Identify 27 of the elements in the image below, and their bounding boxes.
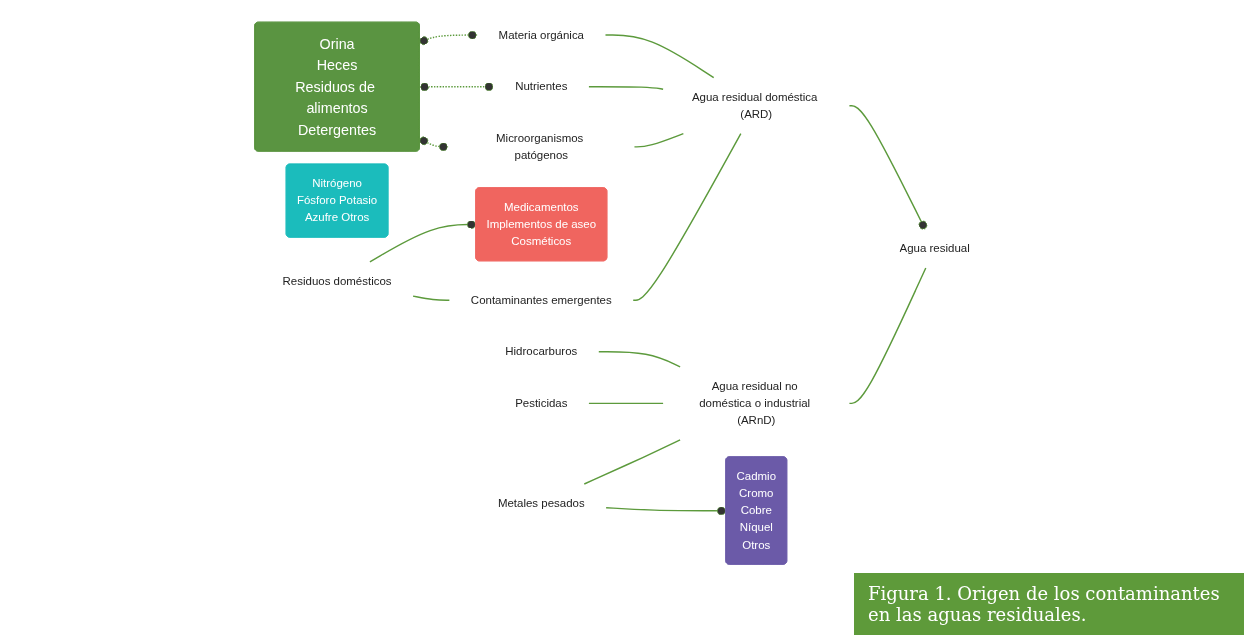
figure-caption: Figura 1. Origen de los contaminantes en las aguas residuales. — [854, 573, 1244, 635]
node-text: Agua residual no doméstica o industrial (ARnD) — [699, 379, 811, 427]
connector — [588, 85, 664, 90]
node-text: Nutrientes — [515, 80, 568, 93]
node-text: Agua residual doméstica (ARD) — [691, 90, 818, 120]
connector — [419, 136, 449, 152]
node-text: Contaminantes emergentes — [470, 293, 612, 306]
connector — [848, 104, 928, 230]
node-text: Metales pesados — [498, 496, 585, 510]
connector — [583, 439, 681, 485]
connector — [369, 220, 477, 263]
node-text: Hidrocarburos — [505, 345, 578, 358]
connector — [605, 506, 727, 516]
connector — [419, 82, 495, 92]
node-text: Residuos domésticos — [282, 274, 392, 287]
connector — [412, 295, 451, 301]
node-text: Materia orgánica — [498, 28, 585, 41]
node-text: Microorganismos patógenos — [496, 131, 584, 162]
connector — [604, 34, 715, 79]
connector — [598, 351, 681, 368]
node-text: Pesticidas — [515, 396, 568, 410]
connector — [848, 267, 927, 405]
connector — [419, 30, 478, 46]
connector — [632, 132, 742, 301]
connector — [633, 132, 685, 148]
connector — [588, 402, 664, 405]
node-text: Agua residual — [899, 242, 970, 255]
